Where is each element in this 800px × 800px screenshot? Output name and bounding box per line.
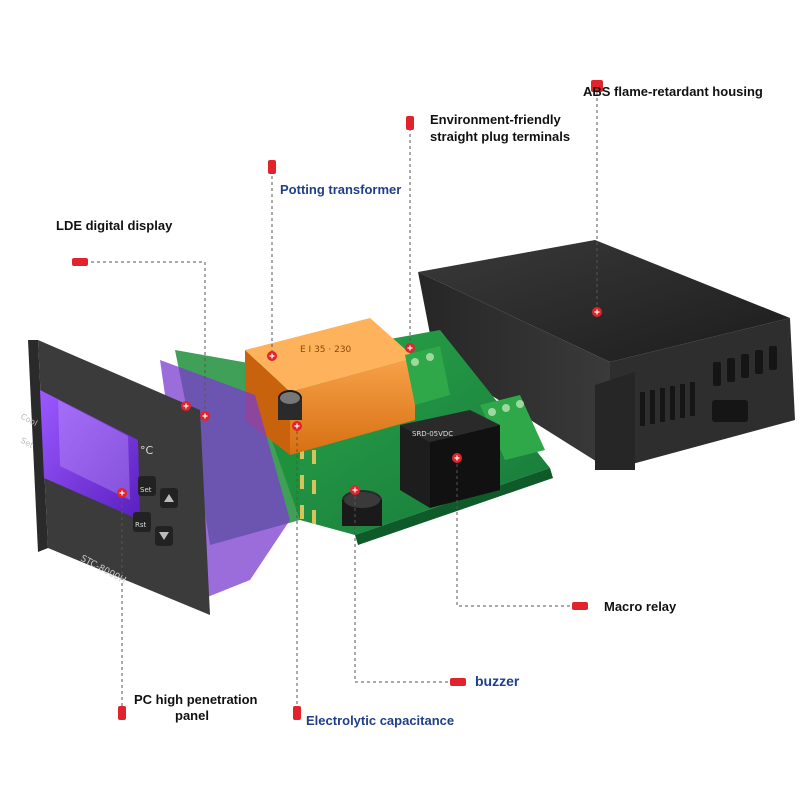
housing-vents xyxy=(640,346,777,426)
label-pc-panel-line1: PC high penetration xyxy=(134,692,258,707)
plus-pc-panel xyxy=(117,488,127,498)
leader-buzzer xyxy=(354,490,450,683)
plus-relay xyxy=(452,453,462,463)
plus-abs xyxy=(592,307,602,317)
unit-celsius: °C xyxy=(140,444,154,457)
pin-buzzer xyxy=(450,678,466,686)
marker-pins xyxy=(72,80,603,720)
buzzer-part xyxy=(342,490,382,526)
label-lde-display: LDE digital display xyxy=(56,218,173,233)
pin-abs xyxy=(591,80,603,92)
label-terminals-line1: Environment-friendly xyxy=(430,112,561,127)
macro-relay: SRD-05VDC xyxy=(400,410,500,508)
label-abs-housing: ABS flame-retardant housing xyxy=(583,84,763,99)
label-pc-panel-line2: panel xyxy=(175,708,209,723)
pin-capacitance xyxy=(293,706,301,720)
electrolytic-capacitor xyxy=(278,390,302,420)
pin-relay xyxy=(572,602,588,610)
plus-left-board xyxy=(181,401,191,411)
leader-display xyxy=(85,261,206,415)
display-buttons xyxy=(133,476,178,546)
svg-text:E I 35 · 230: E I 35 · 230 xyxy=(300,345,352,355)
straight-plug-terminals xyxy=(405,346,545,460)
display-unit: Cool Set °C Set Rst STC-8000H xyxy=(19,340,290,615)
plus-buzzer xyxy=(350,485,360,495)
indicator-set: Set xyxy=(19,436,35,450)
pin-display xyxy=(72,258,88,266)
label-macro-relay: Macro relay xyxy=(604,599,677,614)
label-terminals-line2: straight plug terminals xyxy=(430,129,571,144)
button-rst: Rst xyxy=(135,521,147,529)
plus-display xyxy=(200,411,210,421)
leader-relay xyxy=(456,458,572,607)
plus-markers xyxy=(117,307,602,498)
pcb-pins xyxy=(300,445,316,524)
plus-transformer xyxy=(267,351,277,361)
plus-capacitor xyxy=(292,421,302,431)
abs-housing xyxy=(418,240,795,470)
pin-terminals xyxy=(406,116,414,130)
pin-transformer xyxy=(268,160,276,174)
leader-lines xyxy=(85,92,598,708)
label-buzzer: buzzer xyxy=(475,673,520,689)
svg-text:SRD-05VDC: SRD-05VDC xyxy=(412,430,453,438)
label-potting-transformer: Potting transformer xyxy=(280,182,402,197)
button-set: Set xyxy=(140,486,152,494)
label-capacitance: Electrolytic capacitance xyxy=(306,713,455,728)
pin-pc-panel xyxy=(118,706,126,720)
plus-terminals xyxy=(405,343,415,353)
